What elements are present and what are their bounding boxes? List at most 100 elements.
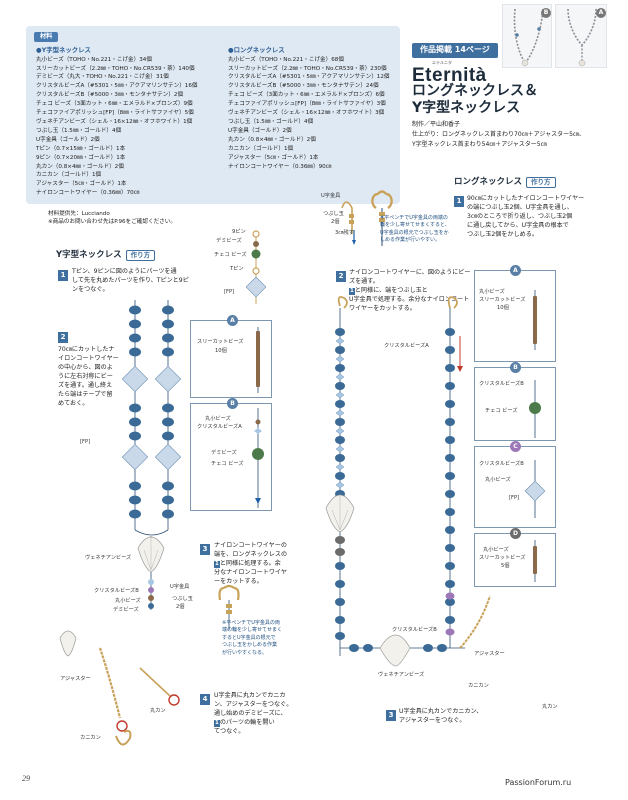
list-item: チェコファイアポリッシュ[FP]（8㎜・ライトサファイヤ）5個 [36,109,236,118]
box-a-threecut-label: スリーカットビーズ [197,339,243,346]
list-item: 丸小ビーズ（TOHO・No.221・こげ金）34個 [36,56,236,65]
step-line: に通し戻してから、U字金具の根本で [467,221,584,230]
tip-line: しめる作業が行いやすい。 [380,237,450,244]
list-item: 丸小ビーズ（TOHO・No.221・こげ金）68個 [228,56,398,65]
long-tip-note: ※平ペンチでU字金具の両端の 輪を少し寄せてせまくすると、 U字金具の根元でつぶ… [380,215,450,245]
list-item: カニカン（ゴールド）1個 [228,145,398,154]
box-a-threecut-label: スリーカットビーズ [479,297,525,304]
long-ukanagu-label: U字金具 [321,193,340,200]
step-line: 通し始めのデミビーズに、 [214,709,292,718]
long-necklace-heading: ロングネックレス作り方 [454,177,556,188]
step-line-text: のパーツの輪を開い [220,719,275,726]
materials-y-necklace: ●Y字型ネックレス 丸小ビーズ（TOHO・No.221・こげ金）34個 スリーカ… [36,46,236,198]
list-item: 丸カン（0.8×4㎜・ゴールド）2個 [36,163,236,172]
y-tsubushi-label: つぶし玉 [172,596,193,603]
box-b-crystalB-label: クリスタルビーズB [479,381,524,388]
box-badge-a: A [227,315,238,326]
list-item: U字金具（ゴールド）2個 [36,136,236,145]
product-photo-long: B [502,4,552,68]
y-marukan-label: 丸カン [150,708,166,715]
tip-line: つぶし玉をかしめる作業 [222,642,282,649]
y-czech-label: チェコ ビーズ [214,252,247,259]
y-detail-box-a: A スリーカットビーズ 10個 [190,320,272,398]
step-line: 1のパーツの輪を開い [214,718,292,727]
materials-y-list: 丸小ビーズ（TOHO・No.221・こげ金）34個 スリーカットビーズ（2.2㎜… [36,56,236,199]
materials-long-title: ●ロングネックレス [228,46,398,55]
long-heading-text: ロングネックレス [454,177,522,187]
y-fp-label: [FP] [224,289,234,296]
long-crystalB-label: クリスタルビーズB [392,627,437,634]
list-item: クリスタルビーズB（#5000・3㎜・モンタナサテン）2個 [36,91,236,100]
list-item: スリーカットビーズ（2.2㎜・TOHO・No.CR539・茶）230個 [228,65,398,74]
box-a-count-label: 10個 [215,348,227,355]
long-step3-number: 3 [386,710,396,721]
box-c-crystalB-label: クリスタルビーズB [479,461,524,468]
long-step1-number: 1 [454,196,464,207]
label-text: クリスタルビーズA [197,424,242,430]
box-a-maru-label: 丸小ビーズ [479,289,505,296]
box-d-count-label: 5個 [501,563,510,570]
y-detail-box-b: B 丸小ビーズ クリスタルビーズA デミビーズ チェコ ビーズ [190,403,272,511]
step-line: 3㎝のところで折り返し、つぶし玉2個 [467,212,584,221]
y-adjuster-label: アジャスター [60,676,91,683]
long-marukan-label: 丸カン [542,704,558,711]
page-reference-tag: 作品掲載 14ページ [412,43,498,58]
product-photo-y: A [555,4,607,68]
list-item: クリスタルビーズA（#5301・5㎜・アクアマリンサテン）16個 [36,82,236,91]
box-b-czech-label: チェコ ビーズ [485,408,518,415]
long-fold-label: 3㎝残す [335,230,354,237]
list-item: クリスタルビーズA（#5301・5㎜・アクアマリンサテン）12個 [228,73,398,82]
list-item: ナイロンコートワイヤー（0.36㎜）70㎝ [36,189,236,198]
step-line: 90㎝にカットしたナイロンコートワイヤー [467,194,584,203]
list-item: クリスタルビーズB（#5000・3㎜・モンタナサテン）24個 [228,82,398,91]
label-text: クリスタルビーズA [384,343,429,349]
list-item: ナイロンコートワイヤー（0.36㎜）90㎝ [228,163,398,172]
materials-long-necklace: ●ロングネックレス 丸小ビーズ（TOHO・No.221・こげ金）68個 スリーカ… [228,46,398,171]
step-line: U字金具に丸カンでカニカン、 [399,707,482,716]
y-kanikan-label: カニカン [80,735,101,742]
finished-size-line1: 仕上がり：ロングネックレス首まわり70㎝＋アジャスター5㎝、 [412,131,585,139]
long-adjuster-label: アジャスター [474,651,505,658]
box-b-czech-label: チェコ ビーズ [211,461,244,468]
y-demi-bottom-label: デミビーズ [113,607,139,614]
long-step1-text: 90㎝にカットしたナイロンコートワイヤー の端につぶし玉2個、U字金具を通し、 … [467,194,584,239]
y-fp-left-label: [FP] [80,439,90,446]
step-line: ズを通す。 [349,277,471,286]
y-tpin-label: Tピン [230,266,244,273]
list-item: つぶし玉（1.5㎜・ゴールド）4個 [36,127,236,136]
step-line: の端につぶし玉2個、U字金具を通し、 [467,203,584,212]
step-line: 1と同様に、端をつぶし玉と [349,286,471,295]
long-step3-text: U字金具に丸カンでカニカン、 アジャスターをつなぐ。 [399,707,482,725]
list-item: ヴェネチアンビーズ（シェル・16×12㎜・オフホワイト）1個 [36,118,236,127]
list-item: デミビーズ（丸大・TOHO・No.221・こげ金）31個 [36,73,236,82]
list-item: ヴェネチアンビーズ（シェル・16×12㎜・オフホワイト）3個 [228,109,398,118]
long-crystalA-label: クリスタルビーズA [384,343,429,350]
list-item: チェコ ビーズ（3面カット・6㎜・エメラルド×ブロンズ）6個 [228,91,398,100]
y-heading-text: Y字型ネックレス [56,250,122,260]
step-line: Tピン、9ピンに図のようにパーツを通 [72,267,189,276]
step-line: ン、アジャスターをつなぐ。 [214,700,292,709]
list-item: スリーカットビーズ（2.2㎜・TOHO・No.CR539・茶）140個 [36,65,236,74]
y-tip-note: ※平ペンチでU字金具の両 端の輪を少し寄せてせまく するとU字金具の根元で つぶ… [222,620,282,657]
watermark: PassionForum.ru [505,778,571,789]
y-necklace-heading: Y字型ネックレス作り方 [56,250,155,261]
y-step4-number: 4 [200,694,210,705]
photo-badge: B [541,8,551,18]
step-line: ナイロンコートワイヤーの [214,541,287,550]
long-step2-number: 2 [336,271,346,282]
box-b-maru-label: 丸小ビーズ [205,416,231,423]
materials-y-title: ●Y字型ネックレス [36,46,236,55]
box-badge-b: B [227,398,238,409]
detail-bead-strands [520,290,550,585]
y-count2-label: 2個 [176,604,185,611]
long-kanikan-label: カニカン [468,683,489,690]
long-count2-label: 2個 [331,219,340,226]
list-item: 丸カン（0.8×4㎜・ゴールド）2個 [228,136,398,145]
maker-credit: 制作／平山和香子 [412,121,460,129]
list-item: アジャスター（5㎝・ゴールド）1本 [228,154,398,163]
y-step3-text: ナイロンコートワイヤーの 端を、ロングネックレスの 1と同様に処理する。余 分な… [214,541,287,586]
tip-line: 輪を少し寄せてせまくすると、 [380,222,450,229]
list-item: Tピン（0.7×15㎜・ゴールド）1本 [36,145,236,154]
photo-badge: A [596,8,606,18]
box-b-demi-label: デミビーズ [211,450,237,457]
